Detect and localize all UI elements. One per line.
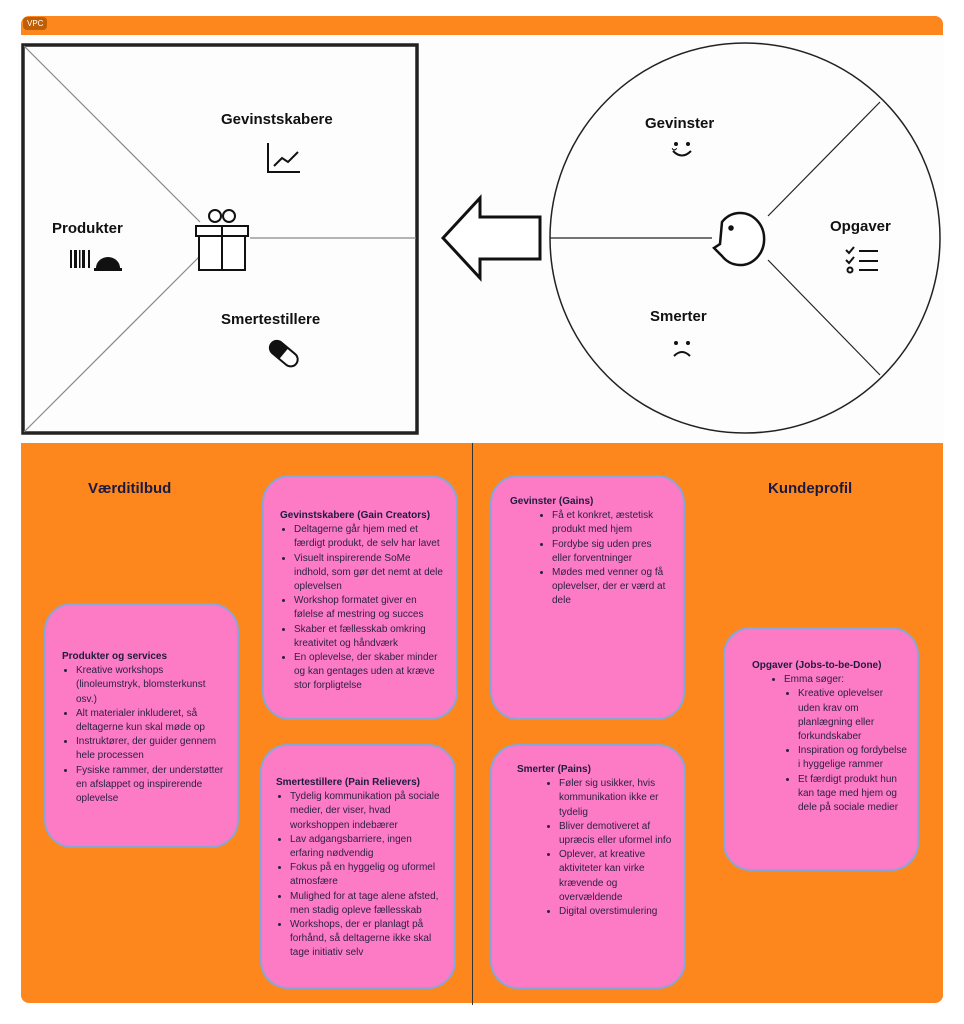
card-gain-creators[interactable]: Gevinstskabere (Gain Creators) Deltagern… [262,475,458,720]
heading-customer-profile: Kundeprofil [768,480,853,497]
face-icon [712,211,766,267]
list-item: Føler sig usikker, hvis kommunikation ik… [559,777,674,820]
list-item: Digital overstimulering [559,905,674,919]
list-item: Inspiration og fordybelse i hyggelige ra… [798,744,907,772]
label-pain-relievers: Smertestillere [221,311,320,328]
label-jobs: Opgaver [830,218,891,235]
list-item: Oplever, at kreative aktiviteter kan vir… [559,848,674,905]
list-item: Skaber et fællesskab omkring kreativitet… [294,623,446,651]
heading-value-proposition: Værditilbud [88,480,172,497]
list-item: Alt materialer inkluderet, så deltagerne… [76,707,225,735]
list-item: Workshops, der er planlagt på forhånd, s… [290,918,446,961]
sad-icon [673,341,691,357]
list-item: Fysiske rammer, der understøtter en afsl… [76,764,225,807]
smile-icon: ˘ [671,147,677,164]
card-jobs[interactable]: Opgaver (Jobs-to-be-Done) Emma søger: Kr… [723,627,919,871]
card-products-services[interactable]: Produkter og services Kreative workshops… [44,603,239,848]
list-item: Bliver demotiveret af upræcis eller ufor… [559,820,674,848]
list-item: Emma søger: [784,673,907,687]
pill-icon [268,339,299,368]
list-item: Visuelt inspirerende SoMe indhold, som g… [294,552,446,595]
list-item: Fokus på en hyggelig og uformel atmosfær… [290,861,446,889]
card-title: Smertestillere (Pain Relievers) [276,777,420,788]
frame-tag[interactable]: VPC [23,17,48,30]
list-item: Deltagerne går hjem med et færdigt produ… [294,523,446,551]
list-item: Kreative oplevelser uden krav om planlæg… [798,687,907,744]
vpc-canvas-image: Gevinstskabere Produkter Smertestillere … [18,35,944,443]
card-gains[interactable]: Gevinster (Gains) Få et konkret, æstetis… [490,475,685,720]
list-item: Få et konkret, æstetisk produkt med hjem [552,509,673,537]
chart-up-icon [267,143,300,173]
gift-icon [195,209,249,271]
list-item: En oplevelse, der skaber minder og kan g… [294,651,446,694]
list-item: Mulighed for at tage alene afsted, men s… [290,890,446,918]
card-title: Opgaver (Jobs-to-be-Done) [752,660,882,671]
list-item: Et færdigt produkt hun kan tage med hjem… [798,773,907,816]
value-map-square [21,43,419,435]
card-title: Gevinster (Gains) [510,496,594,507]
barcode-cloche-icon [70,250,122,271]
arrow-left-icon [440,194,542,282]
card-pain-relievers[interactable]: Smertestillere (Pain Relievers) Tydelig … [260,744,456,989]
list-item: Mødes med venner og få oplevelser, der e… [552,566,673,609]
label-products: Produkter [52,220,123,237]
card-title: Gevinstskabere (Gain Creators) [280,510,431,521]
label-pains: Smerter [650,308,707,325]
list-item: Lav adgangsbarriere, ingen erfaring nødv… [290,833,446,861]
list-item: Workshop formatet giver en følelse af me… [294,594,446,622]
list-item: Tydelig kommunikation på sociale medier,… [290,790,446,833]
smile-icon [672,142,692,157]
list-item: Kreative workshops (linoleumstryk, bloms… [76,664,225,707]
list-item: Instruktører, der guider gennem hele pro… [76,735,225,763]
customer-profile-circle [549,42,941,434]
list-item: Fordybe sig uden pres eller forventninge… [552,538,673,566]
label-gain-creators: Gevinstskabere [221,111,333,128]
card-title: Produkter og services [62,651,168,662]
label-gains: Gevinster [645,115,714,132]
card-title: Smerter (Pains) [517,764,591,775]
divider-line [472,443,473,1005]
card-pains[interactable]: Smerter (Pains) Føler sig usikker, hvis … [490,744,686,989]
checklist-icon [845,246,878,274]
